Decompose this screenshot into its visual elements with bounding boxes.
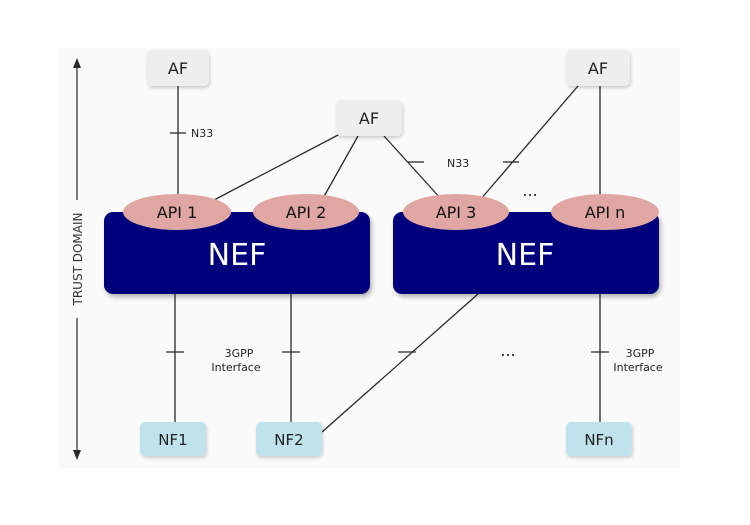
svg-text:Interface: Interface xyxy=(211,361,260,374)
gpp-interface-label-left: 3GPP Interface xyxy=(211,347,260,374)
axis-arrow-up xyxy=(73,58,81,68)
axis-arrow-down xyxy=(73,450,81,460)
nef-node-right: NEF xyxy=(393,212,659,294)
line-afmid-api1 xyxy=(213,133,341,201)
n33-label-left: N33 xyxy=(191,127,213,140)
svg-text:AF: AF xyxy=(588,59,608,78)
interface-ticks xyxy=(166,132,609,353)
ellipsis-bottom: ... xyxy=(500,341,515,360)
svg-text:3GPP: 3GPP xyxy=(626,347,655,360)
nf-node-2: NF2 xyxy=(256,422,322,456)
api-node-n: API n xyxy=(551,194,659,230)
svg-text:NEF: NEF xyxy=(496,238,555,273)
api-node-3: API 3 xyxy=(403,194,509,230)
ellipsis-top: ... xyxy=(522,181,537,200)
gpp-interface-label-right: 3GPP Interface xyxy=(613,347,662,374)
svg-text:3GPP: 3GPP xyxy=(225,347,254,360)
svg-text:NF1: NF1 xyxy=(158,431,187,449)
af-node-mid: AF xyxy=(336,100,402,136)
svg-text:AF: AF xyxy=(168,59,188,78)
n33-label-mid: N33 xyxy=(447,157,469,170)
af-node-right: AF xyxy=(566,50,630,86)
svg-text:API 1: API 1 xyxy=(157,203,198,222)
svg-text:NF2: NF2 xyxy=(274,431,303,449)
svg-text:API 3: API 3 xyxy=(436,203,477,222)
connectors xyxy=(174,85,601,433)
svg-text:NEF: NEF xyxy=(208,238,267,273)
svg-text:NFn: NFn xyxy=(584,431,613,449)
af-node-left: AF xyxy=(147,50,209,86)
nf-node-n: NFn xyxy=(566,422,632,456)
trust-domain-axis: TRUST DOMAIN xyxy=(69,58,85,460)
trust-domain-label: TRUST DOMAIN xyxy=(71,213,85,307)
svg-text:API n: API n xyxy=(585,203,626,222)
nf-node-1: NF1 xyxy=(140,422,206,456)
line-afmid-api2 xyxy=(321,135,359,201)
line-nefright-nf2 xyxy=(321,293,479,433)
line-afmid-api3 xyxy=(383,135,443,201)
svg-text:API 2: API 2 xyxy=(286,203,327,222)
line-afright-api3 xyxy=(479,85,579,201)
api-node-2: API 2 xyxy=(253,194,359,230)
svg-text:AF: AF xyxy=(359,109,379,128)
nef-node-left: NEF xyxy=(104,212,370,294)
api-node-1: API 1 xyxy=(123,194,231,230)
svg-text:Interface: Interface xyxy=(613,361,662,374)
